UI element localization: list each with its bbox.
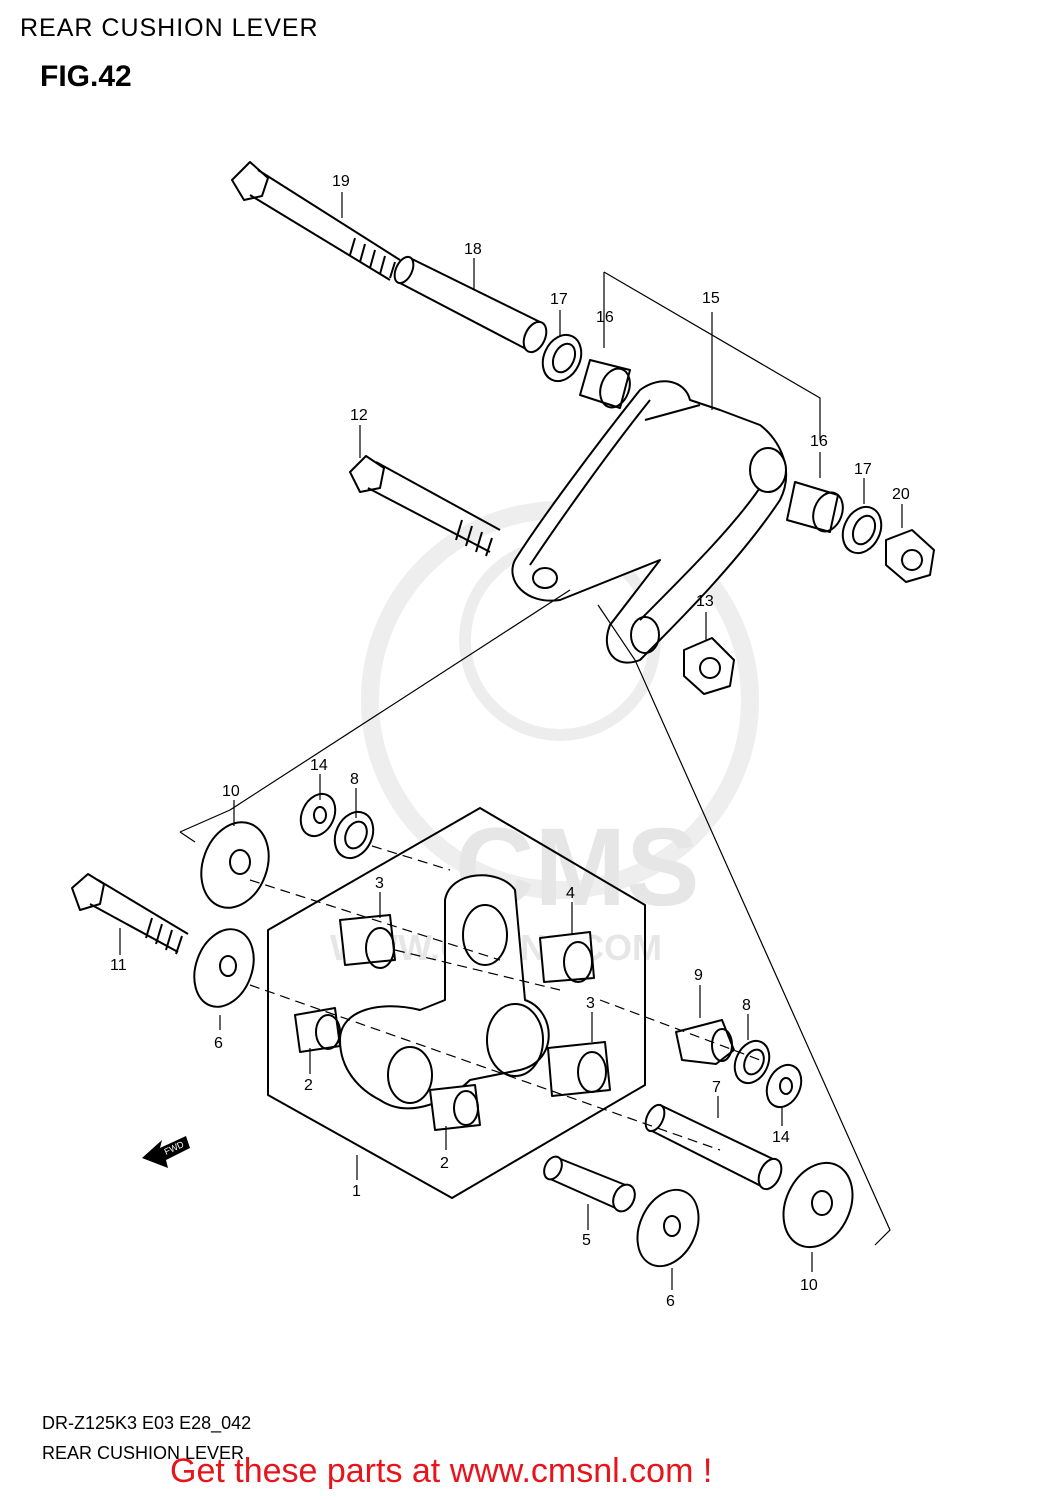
- callout-6b: 6: [666, 1293, 675, 1310]
- callout-12: 12: [350, 407, 368, 424]
- diagram-code: DR-Z125K3 E03 E28_042: [42, 1413, 252, 1433]
- part-8-seal-upper: [333, 810, 375, 860]
- part-20-nut: [885, 529, 935, 583]
- part-2-bearing-bottom: [429, 1084, 481, 1131]
- part-12-bolt: [349, 455, 501, 557]
- part-3-bearing-upper: [339, 914, 396, 969]
- callout-20: 20: [892, 486, 910, 503]
- footer-title: REAR CUSHION LEVER: [42, 1443, 245, 1463]
- part-7-sleeve: [644, 1103, 783, 1191]
- part-1-cushion-lever: [339, 874, 550, 1110]
- callout-labels: 19 18 17 16 15 12 16 17 20 13 14 8 10 3 …: [110, 173, 910, 1310]
- part-14-washer-upper: [299, 792, 337, 838]
- part-17-seal-right: [841, 505, 883, 555]
- callout-17b: 17: [854, 461, 872, 478]
- assembly-lines: [119, 192, 903, 1290]
- callout-14: 14: [310, 757, 328, 774]
- callout-8: 8: [350, 771, 359, 788]
- fwd-arrow-icon: FWD: [142, 1136, 190, 1168]
- callout-14b: 14: [772, 1129, 790, 1146]
- callout-17: 17: [550, 291, 568, 308]
- callout-10: 10: [222, 783, 240, 800]
- shop-link[interactable]: Get these parts at www.cmsnl.com !: [170, 1452, 713, 1490]
- part-6-washer-left: [193, 928, 255, 1008]
- callout-2: 2: [304, 1077, 313, 1094]
- callout-18: 18: [464, 241, 482, 258]
- part-2-bearing-left: [294, 1007, 341, 1053]
- part-18-sleeve: [393, 255, 548, 354]
- callout-15: 15: [702, 290, 720, 307]
- callout-8b: 8: [742, 997, 751, 1014]
- part-16-bearing-right: [786, 481, 844, 533]
- part-4-bearing: [539, 931, 595, 983]
- part-9-collar: [675, 1019, 735, 1065]
- callout-7: 7: [712, 1079, 721, 1096]
- callout-1: 1: [352, 1183, 361, 1200]
- callout-11: 11: [110, 957, 127, 974]
- callout-6: 6: [214, 1035, 223, 1052]
- part-8-seal-lower: [733, 1039, 771, 1085]
- part-3-bearing-lower: [547, 1041, 611, 1097]
- part-16-bearing-upper: [579, 359, 631, 409]
- page-title: REAR CUSHION LEVER: [20, 14, 319, 42]
- part-15-cushion-rod: [511, 380, 788, 664]
- part-10-washer-right: [782, 1161, 854, 1249]
- part-11-bolt: [71, 873, 189, 955]
- callout-16: 16: [596, 309, 614, 326]
- callout-10b: 10: [800, 1277, 818, 1294]
- callout-9: 9: [694, 967, 703, 984]
- callout-3b: 3: [586, 995, 595, 1012]
- callout-13: 13: [696, 593, 714, 610]
- callout-16b: 16: [810, 433, 828, 450]
- part-10-washer-left: [200, 821, 270, 909]
- part-6-washer-bottom: [636, 1188, 700, 1268]
- callout-5: 5: [582, 1232, 591, 1249]
- part-5-collar: [543, 1155, 636, 1213]
- callout-2b: 2: [440, 1155, 449, 1172]
- part-13-nut: [683, 637, 735, 695]
- callout-3: 3: [375, 875, 384, 892]
- part-17-seal: [541, 333, 583, 383]
- part-1-boundary: [267, 807, 646, 1199]
- callout-4: 4: [566, 885, 575, 902]
- part-14-washer-lower: [765, 1063, 803, 1109]
- callout-19: 19: [332, 173, 350, 190]
- part-19-long-bolt: [231, 161, 401, 281]
- figure-number: FIG.42: [40, 60, 132, 93]
